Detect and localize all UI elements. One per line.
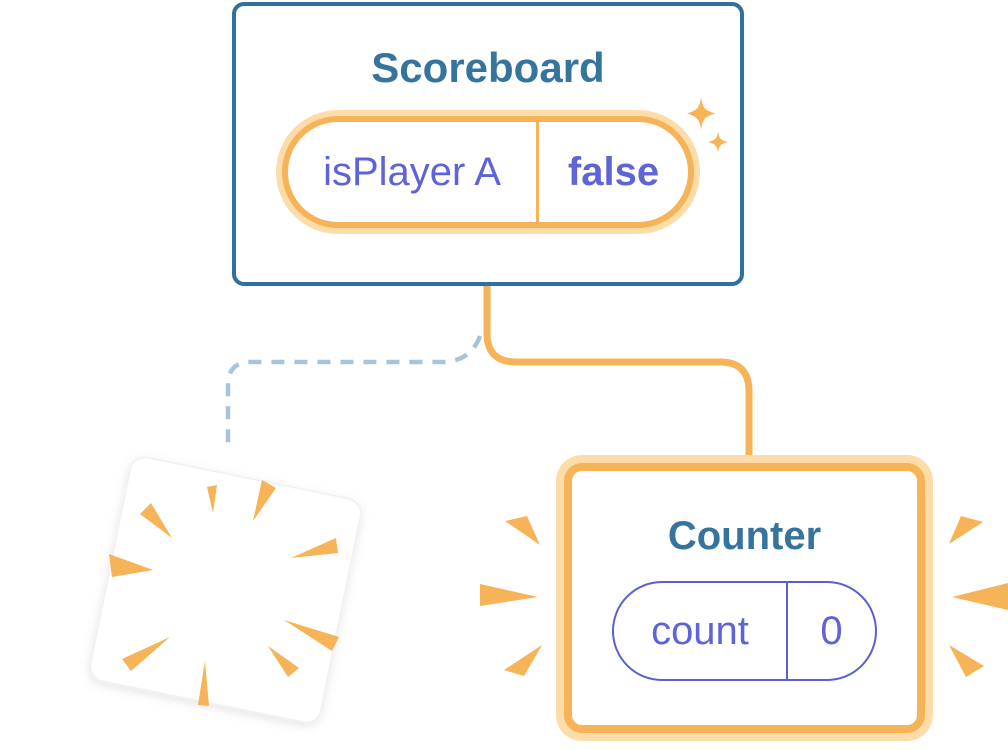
count-variable-value: 0: [820, 608, 843, 653]
connector-dashed-removed: [225, 335, 483, 452]
scoreboard-state-pill: isPlayer A false: [282, 116, 694, 228]
scoreboard-title: Scoreboard: [371, 44, 605, 91]
scoreboard-card: Scoreboard isPlayer A false: [232, 2, 744, 286]
poof-burst-icon: [89, 456, 362, 724]
state-variable-name: isPlayer A: [288, 122, 539, 222]
count-variable-name: count: [614, 583, 788, 679]
counter-card: Counter count 0: [556, 455, 933, 741]
state-variable-value: false: [567, 149, 660, 194]
counter-card-inner: Counter count 0: [564, 463, 925, 733]
connector-solid-counter: [483, 285, 753, 457]
counter-title: Counter: [667, 514, 822, 558]
counter-state-pill: count 0: [612, 581, 877, 681]
emphasis-burst-left-icon: [480, 516, 542, 676]
emphasis-burst-right-icon: [949, 516, 1008, 677]
